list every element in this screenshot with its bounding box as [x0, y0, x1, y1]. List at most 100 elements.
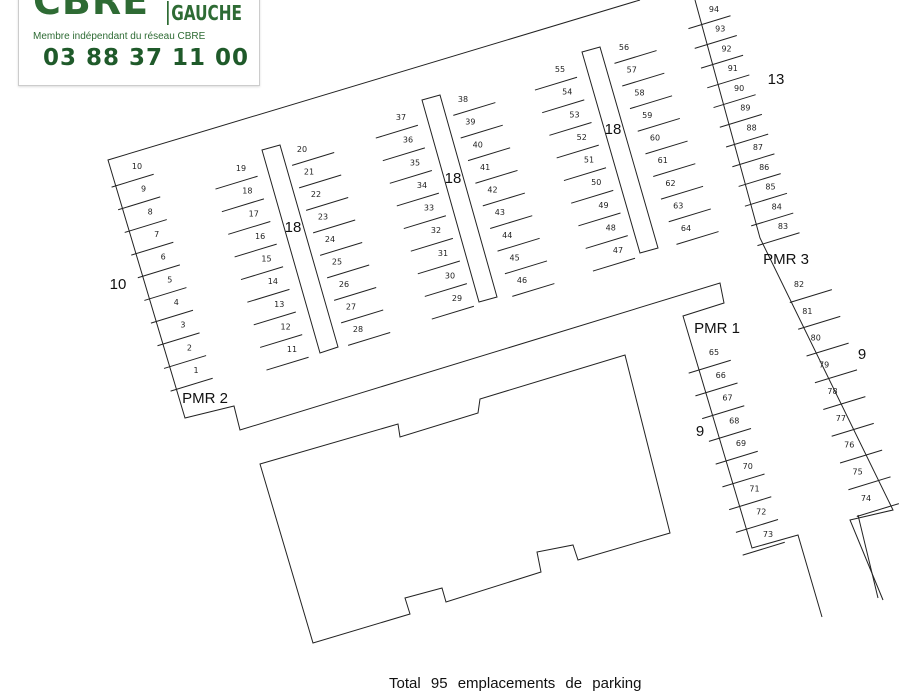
parking-spot-39: 39 — [465, 118, 475, 127]
stall-line — [266, 356, 309, 371]
stall-line — [157, 332, 200, 347]
stall-line — [757, 232, 800, 247]
stall-line — [291, 152, 335, 166]
parking-spot-60: 60 — [650, 134, 660, 143]
total-caption: Total 95 emplacements de parking — [389, 675, 642, 692]
stall-line — [814, 369, 858, 384]
stall-line — [131, 241, 174, 256]
parking-spot-54: 54 — [562, 88, 572, 97]
stall-line — [556, 144, 599, 159]
stall-line — [490, 215, 533, 230]
parking-spot-25: 25 — [332, 258, 342, 267]
stall-line — [117, 196, 161, 211]
stall-line — [660, 185, 704, 200]
parking-spot-58: 58 — [634, 88, 644, 97]
stall-line — [751, 212, 794, 227]
parking-spot-1: 1 — [193, 366, 198, 375]
parking-spot-26: 26 — [339, 280, 349, 289]
parking-outline-left — [107, 0, 823, 618]
stall-line — [713, 94, 756, 109]
stall-line — [326, 264, 370, 279]
stall-line — [431, 305, 475, 320]
parking-spot-40: 40 — [473, 140, 483, 149]
parking-spot-17: 17 — [249, 209, 259, 218]
parking-spot-36: 36 — [403, 136, 413, 145]
parking-spot-45: 45 — [510, 253, 520, 262]
stall-line — [732, 153, 775, 168]
parking-spot-49: 49 — [598, 201, 608, 210]
island-2 — [421, 94, 498, 303]
parking-spot-81: 81 — [802, 307, 812, 316]
stall-line — [571, 189, 614, 204]
stall-line — [695, 382, 738, 397]
stall-line — [467, 147, 511, 162]
stall-line — [735, 519, 779, 533]
parking-spot-71: 71 — [749, 485, 759, 494]
parking-spot-55: 55 — [555, 65, 565, 74]
stall-line — [482, 192, 526, 207]
parking-spot-20: 20 — [297, 145, 307, 154]
stall-line — [453, 102, 496, 116]
stall-line — [719, 113, 763, 128]
parking-spot-63: 63 — [673, 201, 683, 210]
stall-line — [637, 117, 680, 132]
parking-spot-67: 67 — [722, 394, 732, 403]
building — [259, 354, 671, 644]
group-label-right-outer: 9 — [858, 346, 866, 363]
group-label-top-right: 13 — [768, 71, 785, 88]
stall-line — [137, 264, 181, 279]
stall-line — [497, 237, 540, 252]
parking-spot-79: 79 — [819, 360, 829, 369]
parking-spot-24: 24 — [325, 235, 335, 244]
stall-line — [688, 15, 731, 30]
parking-spot-23: 23 — [318, 213, 328, 222]
parking-spot-46: 46 — [517, 276, 527, 285]
parking-spot-78: 78 — [827, 387, 837, 396]
stall-line — [549, 121, 592, 136]
stall-line — [247, 288, 290, 303]
parking-spot-75: 75 — [853, 467, 863, 476]
parking-spot-90: 90 — [734, 84, 744, 93]
parking-spot-74: 74 — [861, 494, 871, 503]
parking-spot-83: 83 — [778, 222, 788, 231]
parking-spot-38: 38 — [458, 95, 468, 104]
stall-line — [708, 428, 752, 442]
parking-spot-85: 85 — [765, 183, 775, 192]
parking-spot-42: 42 — [487, 186, 497, 195]
stall-line — [389, 169, 433, 184]
parking-spot-30: 30 — [445, 271, 455, 280]
stall-line — [228, 220, 271, 235]
stall-line — [823, 396, 866, 410]
stall-line — [312, 219, 356, 234]
stall-line — [694, 35, 737, 49]
parking-spot-62: 62 — [665, 179, 675, 188]
stall-line — [170, 377, 213, 392]
parking-spot-64: 64 — [681, 224, 691, 233]
parking-spot-87: 87 — [753, 143, 763, 152]
stall-line — [707, 74, 750, 89]
parking-spot-57: 57 — [627, 66, 637, 75]
stall-line — [744, 192, 788, 207]
parking-spot-56: 56 — [619, 43, 629, 52]
stall-line — [722, 473, 765, 488]
stall-line — [806, 342, 849, 357]
parking-spot-76: 76 — [844, 441, 854, 450]
parking-spot-21: 21 — [304, 168, 314, 177]
stall-line — [124, 219, 167, 233]
stall-line — [629, 95, 673, 110]
stall-line — [578, 212, 621, 227]
parking-spot-41: 41 — [480, 163, 490, 172]
parking-outline-right — [694, 0, 894, 601]
parking-spot-32: 32 — [431, 226, 441, 235]
stall-line — [475, 169, 518, 184]
parking-spot-3: 3 — [180, 321, 185, 330]
parking-spot-82: 82 — [794, 280, 804, 289]
pmr-2-label: PMR 2 — [182, 390, 228, 407]
stall-line — [417, 260, 461, 275]
parking-spot-93: 93 — [715, 25, 725, 34]
parking-spot-84: 84 — [772, 202, 782, 211]
parking-spot-18: 18 — [242, 187, 252, 196]
stall-line — [542, 99, 585, 114]
parking-spot-91: 91 — [728, 64, 738, 73]
parking-spot-27: 27 — [346, 303, 356, 312]
